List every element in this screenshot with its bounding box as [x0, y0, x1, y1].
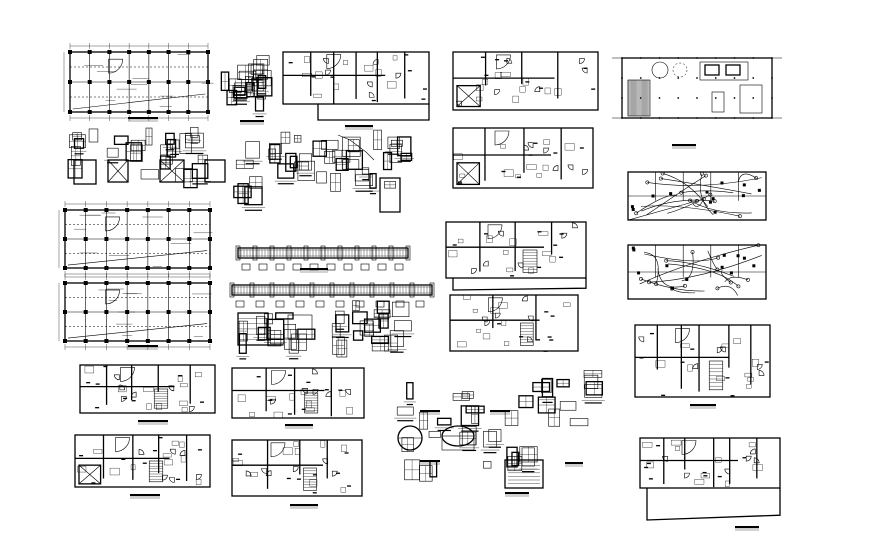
- beam-elevation-1: [235, 245, 411, 271]
- tank-detail: [441, 425, 475, 451]
- plumbing-plan-2: [639, 437, 781, 521]
- electrical-plan-2: [627, 243, 767, 300]
- schedule-table: [237, 312, 313, 346]
- column-section-details: [220, 55, 273, 118]
- plan-title-8: [690, 404, 716, 409]
- rebar-schedule: [236, 312, 316, 360]
- floor-plan-mid-2: [231, 439, 363, 497]
- sanitary-details: [394, 370, 605, 482]
- plumbing-plan-1: [634, 324, 771, 398]
- plan-title-2: [128, 345, 158, 350]
- plan-title-5: [240, 120, 264, 125]
- notes-table: [504, 459, 544, 489]
- footing-details: [73, 159, 226, 185]
- foundation-details: [67, 126, 211, 189]
- floor-plan-left-2: [74, 434, 211, 488]
- beam-elevation-2: [229, 282, 435, 308]
- arch-plan-2: [452, 127, 594, 189]
- beam-title-1: [300, 268, 328, 273]
- floor-plan-left-1: [79, 364, 216, 414]
- floor-plan-mid-1: [231, 367, 365, 419]
- plan-title-6: [285, 424, 313, 429]
- arch-plan-3: [445, 221, 587, 291]
- structural-plan-3: [58, 274, 212, 350]
- site-plan: [612, 57, 782, 149]
- plan-title-1: [128, 117, 158, 122]
- roof-extension: [317, 104, 430, 130]
- stair-details: [233, 129, 414, 211]
- bar-bending-details: [331, 300, 415, 358]
- electrical-plan-1: [627, 171, 767, 221]
- arch-plan-1: [452, 51, 599, 111]
- roof-slab-inner: [282, 51, 430, 105]
- plan-title-7: [290, 504, 318, 509]
- stair-section: [337, 134, 401, 213]
- plan-title-9: [735, 526, 759, 531]
- arch-plan-4: [449, 294, 579, 352]
- plan-title-3: [138, 420, 168, 425]
- structural-plan-2: [58, 201, 213, 277]
- manhole-detail: [397, 425, 423, 451]
- plan-title-4: [130, 494, 160, 499]
- detail-titles: [420, 410, 583, 497]
- structural-plan-1: [63, 43, 214, 121]
